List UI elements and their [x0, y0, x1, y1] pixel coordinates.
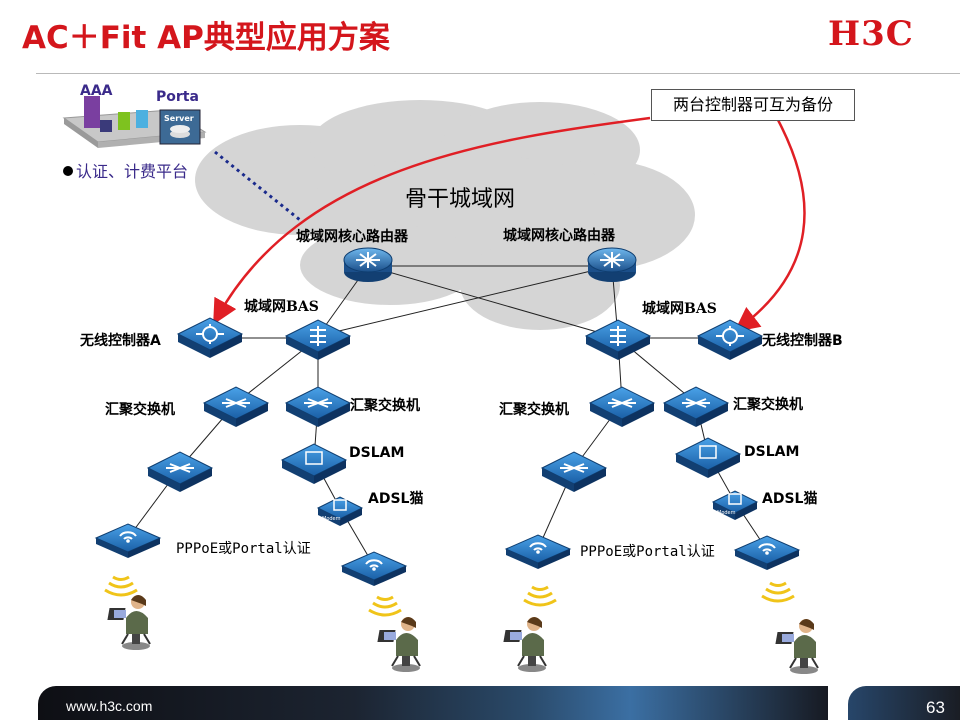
footer-url: www.h3c.com: [66, 698, 153, 714]
access-point-4: [734, 535, 800, 571]
adsl-right-label: ADSL猫: [762, 490, 817, 507]
page-title: AC＋Fit AP典型应用方案: [22, 20, 390, 56]
aaa-server-icon: [84, 96, 100, 128]
wifi-signal-2: [367, 595, 403, 617]
agg-r1-label: 汇聚交换机: [499, 401, 569, 418]
adsl-left-label: ADSL猫: [368, 490, 423, 507]
title-divider: [36, 73, 960, 74]
backup-arrow-b: [734, 119, 806, 333]
access-switch-left: [147, 451, 213, 493]
user-laptop-3: [502, 616, 547, 673]
controller-a-label: 无线控制器A: [79, 332, 161, 349]
access-point-3: [505, 534, 571, 570]
modem-right-label: Modem: [717, 510, 736, 516]
wireless-controller-b: [697, 319, 763, 361]
bas-left-label: 城域网BAS: [244, 298, 319, 315]
agg-switch-l1: [203, 386, 269, 428]
agg-switch-l2: [285, 386, 351, 428]
access-switch-right: [541, 451, 607, 493]
bas-right-label: 城域网BAS: [642, 300, 717, 317]
adsl-modem-right: Modem: [711, 490, 759, 520]
modem-left-label: Modem: [322, 516, 341, 522]
user-laptop-2: [376, 616, 421, 673]
user-laptop-4: [774, 618, 819, 675]
controller-b-label: 无线控制器B: [761, 332, 843, 349]
agg-l1-label: 汇聚交换机: [105, 401, 175, 418]
wifi-signal-3: [522, 585, 558, 607]
auth-server-platform: [62, 96, 207, 148]
auth-right-label: PPPoE或Portal认证: [580, 544, 715, 560]
agg-switch-r1: [589, 386, 655, 428]
aaa-label: AAA: [80, 83, 113, 99]
dslam-left: [281, 443, 347, 485]
wifi-signal-1: [103, 575, 139, 597]
bas-left: [285, 319, 351, 361]
server-label: Server: [164, 114, 194, 123]
portal-label: Porta: [156, 89, 199, 105]
agg-switch-r2: [663, 386, 729, 428]
core-router-left: [343, 247, 393, 282]
dslam-left-label: DSLAM: [349, 445, 404, 461]
backup-arrow-a: [213, 116, 651, 325]
h3c-logo: H3C: [828, 14, 914, 54]
auth-left-label: PPPoE或Portal认证: [176, 541, 311, 557]
access-point-2: [341, 551, 407, 587]
cloud-label: 骨干城域网: [405, 187, 515, 212]
page-number: 63: [926, 698, 945, 717]
adsl-modem-left: Modem: [316, 496, 364, 526]
wifi-signal-4: [760, 581, 796, 603]
user-laptop-1: [106, 594, 151, 651]
agg-r2-label: 汇聚交换机: [733, 396, 803, 413]
bas-right: [585, 319, 651, 361]
bullet-icon: [63, 166, 73, 176]
core-router-left-label: 城域网核心路由器: [296, 228, 409, 245]
backup-callout: 两台控制器可互为备份: [651, 89, 855, 121]
core-router-right: [587, 247, 637, 282]
dslam-right: [675, 437, 741, 479]
footer-page-bar: [848, 686, 960, 720]
wireless-controller-a: [177, 317, 243, 359]
dslam-right-label: DSLAM: [744, 444, 799, 460]
agg-l2-label: 汇聚交换机: [350, 397, 420, 414]
auth-platform-label: 认证、计费平台: [76, 162, 188, 181]
access-point-1: [95, 523, 161, 559]
backbone-cloud: [195, 100, 695, 330]
core-router-right-label: 城域网核心路由器: [503, 227, 616, 244]
footer-bar: [38, 686, 828, 720]
